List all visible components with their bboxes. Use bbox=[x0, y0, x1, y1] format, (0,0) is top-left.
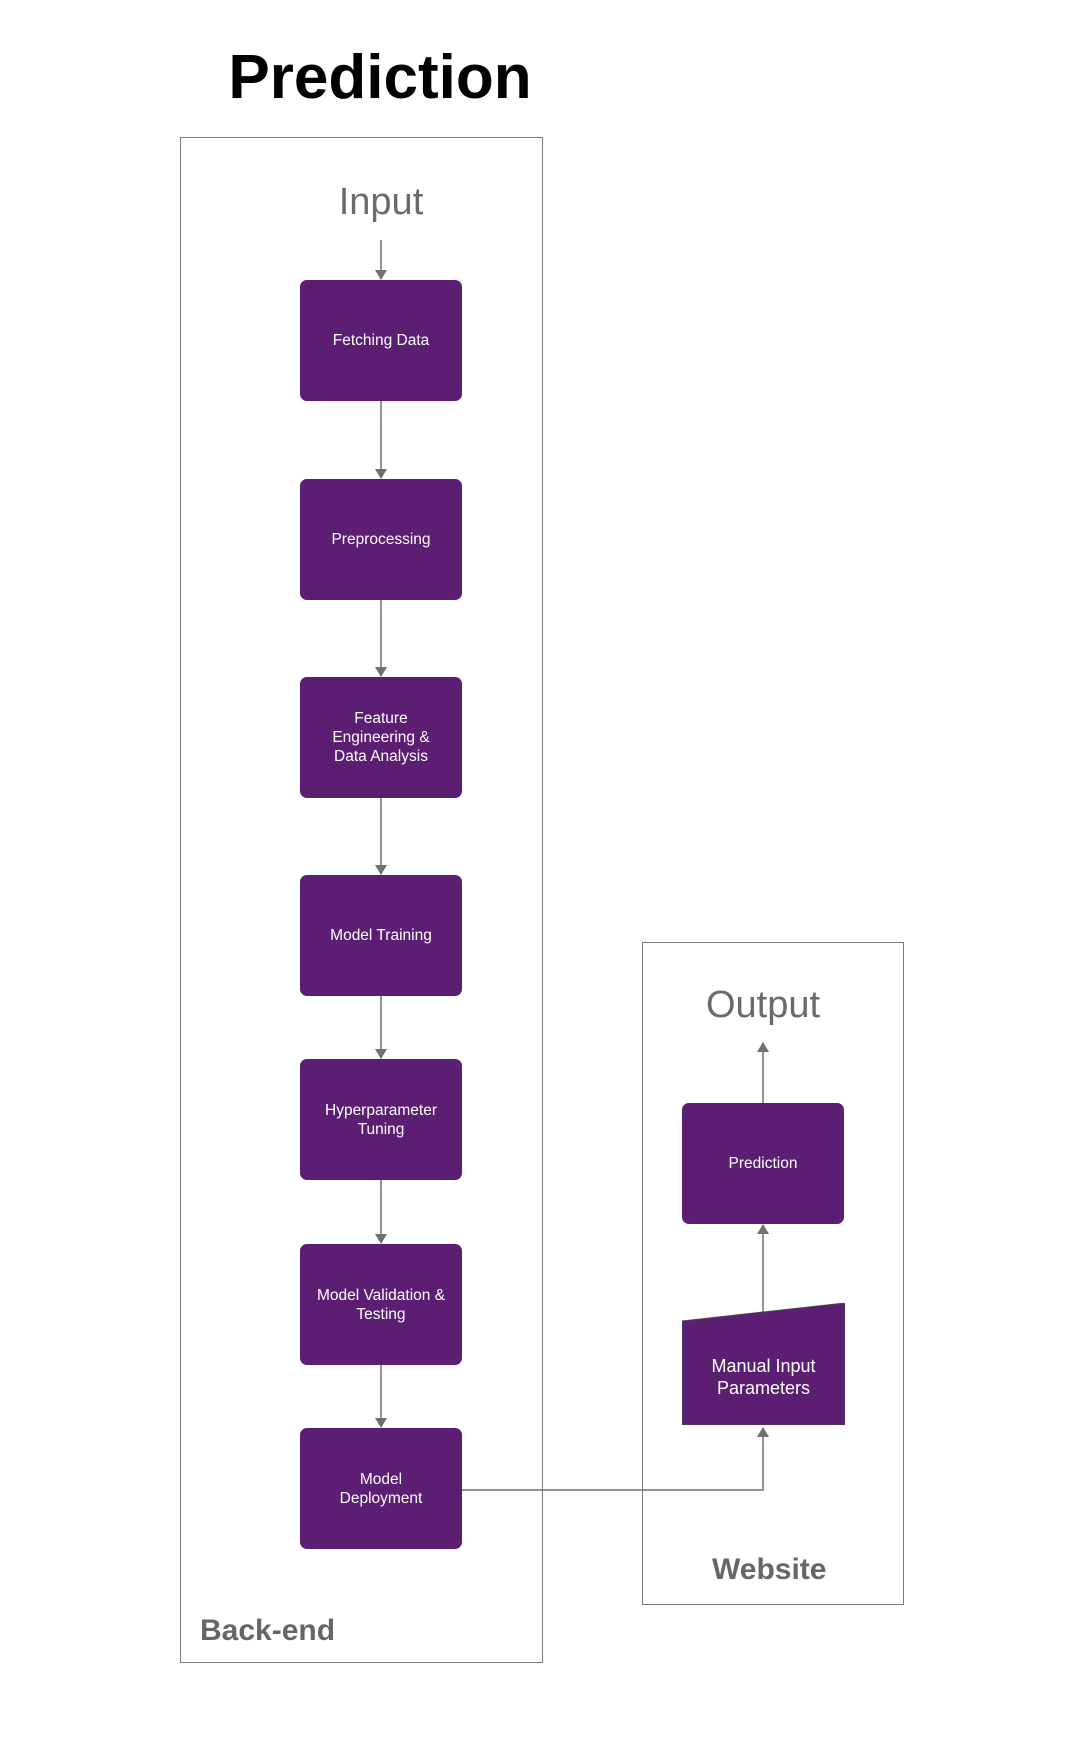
website-container bbox=[642, 942, 904, 1605]
step-hyperparameter-tuning: Hyperparameter Tuning bbox=[300, 1059, 462, 1180]
website-label: Website bbox=[712, 1553, 827, 1586]
step-model-deployment: Model Deployment bbox=[300, 1428, 462, 1549]
step-label: Model Validation & Testing bbox=[316, 1286, 446, 1323]
manual-input-label: Manual Input Parameters bbox=[711, 1355, 816, 1398]
manual-input-box: Manual Input Parameters bbox=[682, 1328, 845, 1425]
step-label: Feature Engineering & Data Analysis bbox=[332, 710, 430, 765]
step-model-validation: Model Validation & Testing bbox=[300, 1244, 462, 1365]
prediction-box: Prediction bbox=[682, 1103, 844, 1224]
diagram-title: Prediction bbox=[228, 43, 532, 112]
output-label: Output bbox=[705, 984, 821, 1026]
prediction-label: Prediction bbox=[728, 1155, 798, 1172]
step-fetching-data: Fetching Data bbox=[300, 280, 462, 401]
arrow-deployment-to-manual-input bbox=[462, 1427, 769, 1491]
backend-label: Back-end bbox=[200, 1614, 336, 1647]
step-label: Hyperparameter Tuning bbox=[325, 1101, 437, 1138]
backend-container bbox=[180, 137, 543, 1663]
step-preprocessing: Preprocessing bbox=[300, 479, 462, 600]
step-model-training: Model Training bbox=[300, 875, 462, 996]
step-label: Fetching Data bbox=[332, 332, 430, 349]
manual-input-shape bbox=[682, 1303, 845, 1425]
input-label: Input bbox=[338, 181, 424, 223]
step-label: Model Deployment bbox=[339, 1470, 423, 1507]
step-label: Preprocessing bbox=[331, 531, 431, 548]
step-label: Model Training bbox=[330, 927, 432, 944]
step-feature-engineering: Feature Engineering & Data Analysis bbox=[300, 677, 462, 798]
